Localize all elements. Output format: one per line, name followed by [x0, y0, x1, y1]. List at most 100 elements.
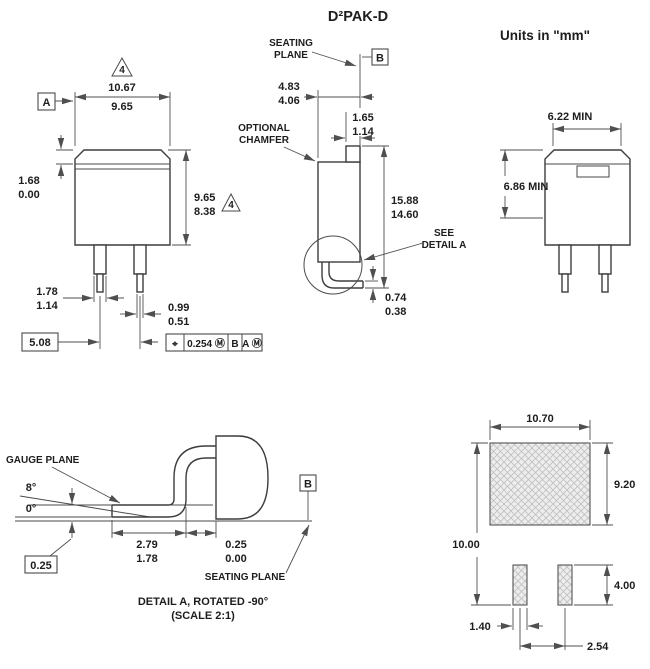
angle-max-text: 8° — [26, 482, 37, 494]
datum-b-label: B — [376, 53, 384, 65]
max-angle-line — [19, 495, 151, 518]
datum-a-label: A — [43, 97, 51, 109]
see-detail-label: SEE DETAIL A — [363, 228, 467, 261]
land-tab-pad — [489, 442, 591, 526]
detail-a-view: 8° 0° GAUGE PLANE 0.25 2.79 1.78 0.25 0.… — [6, 435, 317, 622]
back-width-dimension: 6.22 MIN — [548, 111, 622, 146]
front-flag-side-number: 4 — [228, 200, 234, 211]
datum-a-box — [37, 92, 56, 111]
flag-triangle-icon — [221, 192, 241, 212]
front-lead-wide-dimension: 1.78 1.14 — [36, 276, 124, 312]
gauge-plane-label: GAUGE PLANE — [6, 455, 121, 504]
front-width-max-text: 10.67 — [108, 82, 136, 94]
land-pad-height-text: 9.20 — [614, 479, 635, 491]
land-lead-pad-width-dimension: 1.40 — [469, 608, 543, 633]
front-lead-right-tip — [136, 273, 144, 293]
front-width-min-text: 9.65 — [111, 101, 132, 113]
detail-caption-1: DETAIL A, ROTATED -90° — [138, 596, 268, 608]
land-lead-pitch-text: 2.54 — [587, 641, 609, 653]
page-title: D²PAK-D — [328, 9, 388, 25]
side-package-body — [317, 161, 361, 263]
see-detail-text-1: SEE — [434, 228, 454, 239]
side-depth-dimension: 4.83 4.06 — [278, 81, 374, 158]
front-height-min-text: 8.38 — [194, 206, 215, 218]
side-depth-max-text: 4.83 — [278, 81, 299, 93]
fcf-datum-b-text: B — [231, 339, 238, 350]
front-height-dimension: 9.65 8.38 — [168, 149, 215, 246]
standoff-max-text: 0.25 — [225, 539, 246, 551]
gauge-offset-box — [24, 555, 58, 574]
detail-caption-2: (SCALE 2:1) — [171, 610, 235, 622]
land-pad-width-text: 10.70 — [526, 413, 554, 425]
front-pitch-dimension: 5.08 — [21, 296, 158, 352]
front-tab-step-max-text: 1.68 — [18, 175, 39, 187]
front-flag-top-number: 4 — [119, 65, 125, 76]
land-width-dimension: 10.70 — [489, 413, 591, 440]
back-slot — [576, 165, 610, 178]
side-lead-thickness-dimension: 0.74 0.38 — [365, 266, 407, 318]
position-symbol-icon: ⌖ — [171, 339, 178, 350]
side-tab — [345, 145, 361, 163]
side-view: SEATING PLANE B 4.83 4.06 1.65 1.14 OPTI… — [238, 38, 466, 318]
optional-chamfer-label: OPTIONAL CHAMFER — [238, 123, 316, 162]
land-lead-pad-width-text: 1.40 — [469, 621, 490, 633]
flag-triangle-icon — [111, 56, 133, 77]
front-lead-left — [93, 244, 107, 275]
seating-plane-label-2: PLANE — [274, 50, 308, 61]
land-lead-pad-height-dimension: 4.00 — [574, 564, 635, 606]
side-tab-depth-min-text: 1.14 — [352, 126, 374, 138]
back-lead-right — [598, 244, 612, 275]
side-tab-depth-dimension: 1.65 1.14 — [331, 112, 375, 142]
position-tolerance-frame: ⌖ 0.254 Ⓜ B A Ⓜ — [165, 333, 263, 352]
back-lead-left — [558, 244, 572, 275]
back-height-min-text: 6.86 MIN — [504, 181, 549, 193]
detail-seating-plane-text: SEATING PLANE — [205, 572, 286, 583]
datum-b-detail-label: B — [304, 479, 312, 491]
fcf-datum-a-text: A Ⓜ — [242, 337, 262, 350]
seating-plane-label-1: SEATING — [269, 38, 313, 49]
front-package-body — [74, 149, 171, 246]
back-view: 6.22 MIN 6.86 MIN — [500, 111, 631, 293]
land-lead-pad-right — [557, 564, 573, 606]
back-width-min-text: 6.22 MIN — [548, 111, 593, 123]
units-label: Units in "mm" — [500, 28, 590, 43]
foot-length-min-text: 1.78 — [136, 553, 157, 565]
front-tab-step-min-text: 0.00 — [18, 189, 39, 201]
front-lead-narrow-dimension: 0.99 0.51 — [120, 294, 189, 328]
side-depth-min-text: 4.06 — [278, 95, 299, 107]
side-lead-thickness-max-text: 0.74 — [385, 292, 407, 304]
gauge-offset-text: 0.25 — [30, 560, 51, 572]
land-overall-dimension: 10.00 — [452, 442, 511, 606]
front-lead-narrow-min-text: 0.51 — [168, 316, 189, 328]
land-pattern-view: 10.70 9.20 10.00 4.00 1.40 2.54 — [452, 413, 635, 653]
title-block: D²PAK-D Units in "mm" — [328, 9, 590, 43]
standoff-dimension: 0.25 0.00 — [186, 521, 247, 565]
side-overall-dimension: 15.88 14.60 — [362, 145, 419, 289]
land-height-dimension: 9.20 — [592, 442, 635, 526]
front-flag-top: 4 — [111, 56, 133, 77]
detail-a-circle — [303, 235, 363, 295]
fcf-tolerance-text: 0.254 Ⓜ — [187, 337, 225, 350]
see-detail-text-2: DETAIL A — [422, 240, 467, 251]
back-lead-right-tip — [601, 273, 609, 293]
front-view: 10.67 9.65 4 A 1.68 0.00 9.65 8.38 4 1.7… — [18, 56, 263, 352]
datum-b-detail: B — [299, 474, 317, 520]
foot-length-max-text: 2.79 — [136, 539, 157, 551]
side-overall-max-text: 15.88 — [391, 195, 419, 207]
detail-seating-plane-label: SEATING PLANE — [205, 524, 310, 583]
back-height-dimension: 6.86 MIN — [500, 149, 549, 219]
front-lead-narrow-max-text: 0.99 — [168, 302, 189, 314]
front-flag-side: 4 — [221, 192, 241, 212]
pitch-basic-dim-box — [21, 332, 59, 352]
front-tab-step-dimension: 1.68 0.00 — [18, 135, 73, 201]
side-tab-depth-max-text: 1.65 — [352, 112, 373, 124]
front-lead-wide-max-text: 1.78 — [36, 286, 57, 298]
side-lead — [321, 262, 364, 289]
front-lead-left-tip — [96, 273, 104, 293]
optional-chamfer-text-1: OPTIONAL — [238, 123, 290, 134]
front-pitch-text: 5.08 — [29, 337, 50, 349]
side-overall-min-text: 14.60 — [391, 209, 419, 221]
lead-profile — [111, 445, 216, 518]
optional-chamfer-text-2: CHAMFER — [239, 135, 290, 146]
